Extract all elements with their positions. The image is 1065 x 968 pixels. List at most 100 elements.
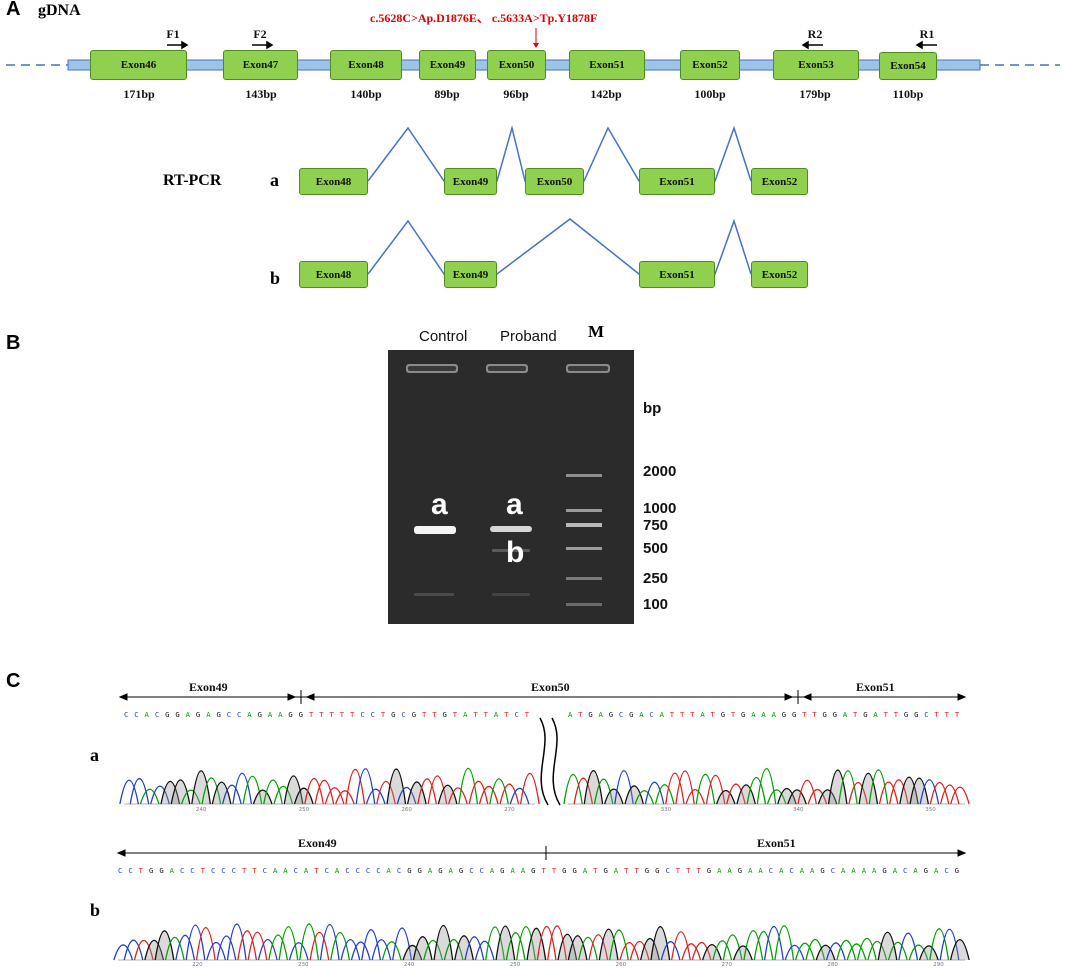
trace-peak bbox=[753, 930, 774, 961]
trace-peak bbox=[705, 774, 726, 805]
trace-peak bbox=[583, 770, 604, 805]
trace-peak bbox=[458, 767, 479, 805]
base-call: C bbox=[944, 866, 949, 875]
trace-peak bbox=[889, 779, 909, 805]
trace-peak bbox=[247, 931, 268, 961]
base-call: T bbox=[319, 710, 324, 719]
size-exon51: 142bp bbox=[590, 87, 622, 101]
trace-peak bbox=[950, 786, 970, 805]
iso-b-exon49: Exon49 bbox=[444, 261, 497, 288]
base-call: T bbox=[452, 710, 458, 719]
base-call: A bbox=[247, 710, 252, 719]
marker-250: 250 bbox=[643, 570, 669, 587]
base-call: G bbox=[417, 866, 422, 875]
trace-peak bbox=[858, 772, 879, 805]
base-call: A bbox=[278, 710, 283, 719]
primer-f2: F2 bbox=[253, 27, 267, 41]
trace-peak bbox=[887, 941, 908, 961]
exon-50: Exon50 bbox=[487, 50, 546, 80]
size-exon50: 96bp bbox=[503, 87, 529, 101]
base-call: G bbox=[820, 866, 825, 875]
trace-peak bbox=[412, 936, 433, 961]
base-call: A bbox=[613, 866, 619, 875]
trace-peak bbox=[293, 787, 314, 805]
trace-tick-label: 330 bbox=[660, 807, 672, 813]
base-call: A bbox=[144, 710, 149, 719]
iso-a-exon51: Exon51 bbox=[639, 168, 715, 195]
base-call: G bbox=[500, 866, 505, 875]
base-call: A bbox=[206, 710, 211, 719]
base-call: G bbox=[720, 710, 726, 719]
trace-peak bbox=[464, 936, 485, 961]
trace-peak bbox=[588, 934, 609, 961]
marker-100: 100 bbox=[643, 596, 669, 613]
base-call: T bbox=[541, 866, 546, 875]
base-call: A bbox=[448, 866, 453, 875]
trace-peak bbox=[604, 788, 624, 805]
base-call: A bbox=[758, 866, 763, 875]
lane-marker-label: M bbox=[588, 322, 605, 341]
trace-peak bbox=[206, 941, 227, 961]
base-call: A bbox=[582, 866, 588, 875]
trace-peak bbox=[211, 781, 232, 805]
base-call: T bbox=[634, 866, 639, 875]
trace-peak bbox=[787, 789, 807, 805]
trace-peak bbox=[640, 938, 660, 961]
lane-control-label: Control bbox=[419, 328, 468, 345]
base-call: A bbox=[334, 866, 340, 875]
base-call: T bbox=[578, 710, 583, 719]
trace-peak bbox=[763, 925, 784, 961]
trace-peak bbox=[598, 928, 619, 961]
base-call: A bbox=[761, 710, 766, 719]
exon-48: Exon48 bbox=[330, 50, 402, 80]
trace-peak bbox=[838, 770, 858, 805]
base-call: C bbox=[514, 710, 519, 719]
base-call: G bbox=[741, 710, 746, 719]
base-call: C bbox=[618, 710, 624, 719]
base-call: G bbox=[954, 866, 959, 875]
base-call: A bbox=[771, 710, 776, 719]
trace-peak bbox=[593, 778, 614, 805]
base-call: C bbox=[479, 866, 484, 875]
marker-500: 500 bbox=[643, 540, 669, 557]
trace-b-region-exon49: Exon49 bbox=[298, 836, 337, 850]
base-call: T bbox=[551, 866, 557, 875]
base-call: C bbox=[469, 866, 474, 875]
base-call: A bbox=[267, 710, 273, 719]
trace-peak bbox=[319, 924, 340, 961]
trace-a-label: a bbox=[90, 745, 99, 765]
trace-peak bbox=[939, 784, 960, 805]
trace-peak bbox=[232, 772, 253, 805]
base-call: G bbox=[832, 710, 837, 719]
base-call: G bbox=[603, 866, 608, 875]
primer-f1: F1 bbox=[166, 27, 180, 41]
trace-peak bbox=[139, 788, 160, 805]
base-call: G bbox=[407, 866, 412, 875]
trace-peak bbox=[654, 784, 675, 805]
trace-peak bbox=[257, 938, 278, 961]
trace-peak bbox=[381, 941, 402, 961]
trace-peak bbox=[766, 789, 787, 805]
trace-tick-label: 350 bbox=[925, 807, 936, 813]
trace-peak bbox=[746, 777, 767, 805]
base-call: T bbox=[944, 710, 949, 719]
base-call: C bbox=[355, 866, 360, 875]
trace-peak bbox=[644, 781, 665, 805]
base-call: G bbox=[442, 710, 447, 719]
base-call: G bbox=[411, 710, 417, 719]
trace-peak bbox=[144, 939, 165, 961]
trace-peak bbox=[519, 772, 540, 805]
trace-peak bbox=[324, 787, 345, 805]
trace-tick-label: 270 bbox=[721, 962, 732, 968]
base-call: C bbox=[665, 866, 670, 875]
trace-tick-label: 230 bbox=[297, 962, 309, 968]
iso-b-exon52: Exon52 bbox=[751, 261, 808, 288]
base-call: G bbox=[629, 710, 634, 719]
trace-peak bbox=[299, 923, 320, 961]
trace-peak bbox=[716, 789, 736, 805]
base-call: A bbox=[272, 866, 278, 875]
gel-image: a a b bbox=[388, 350, 634, 624]
base-call: A bbox=[283, 866, 288, 875]
trace-peak bbox=[365, 788, 386, 805]
